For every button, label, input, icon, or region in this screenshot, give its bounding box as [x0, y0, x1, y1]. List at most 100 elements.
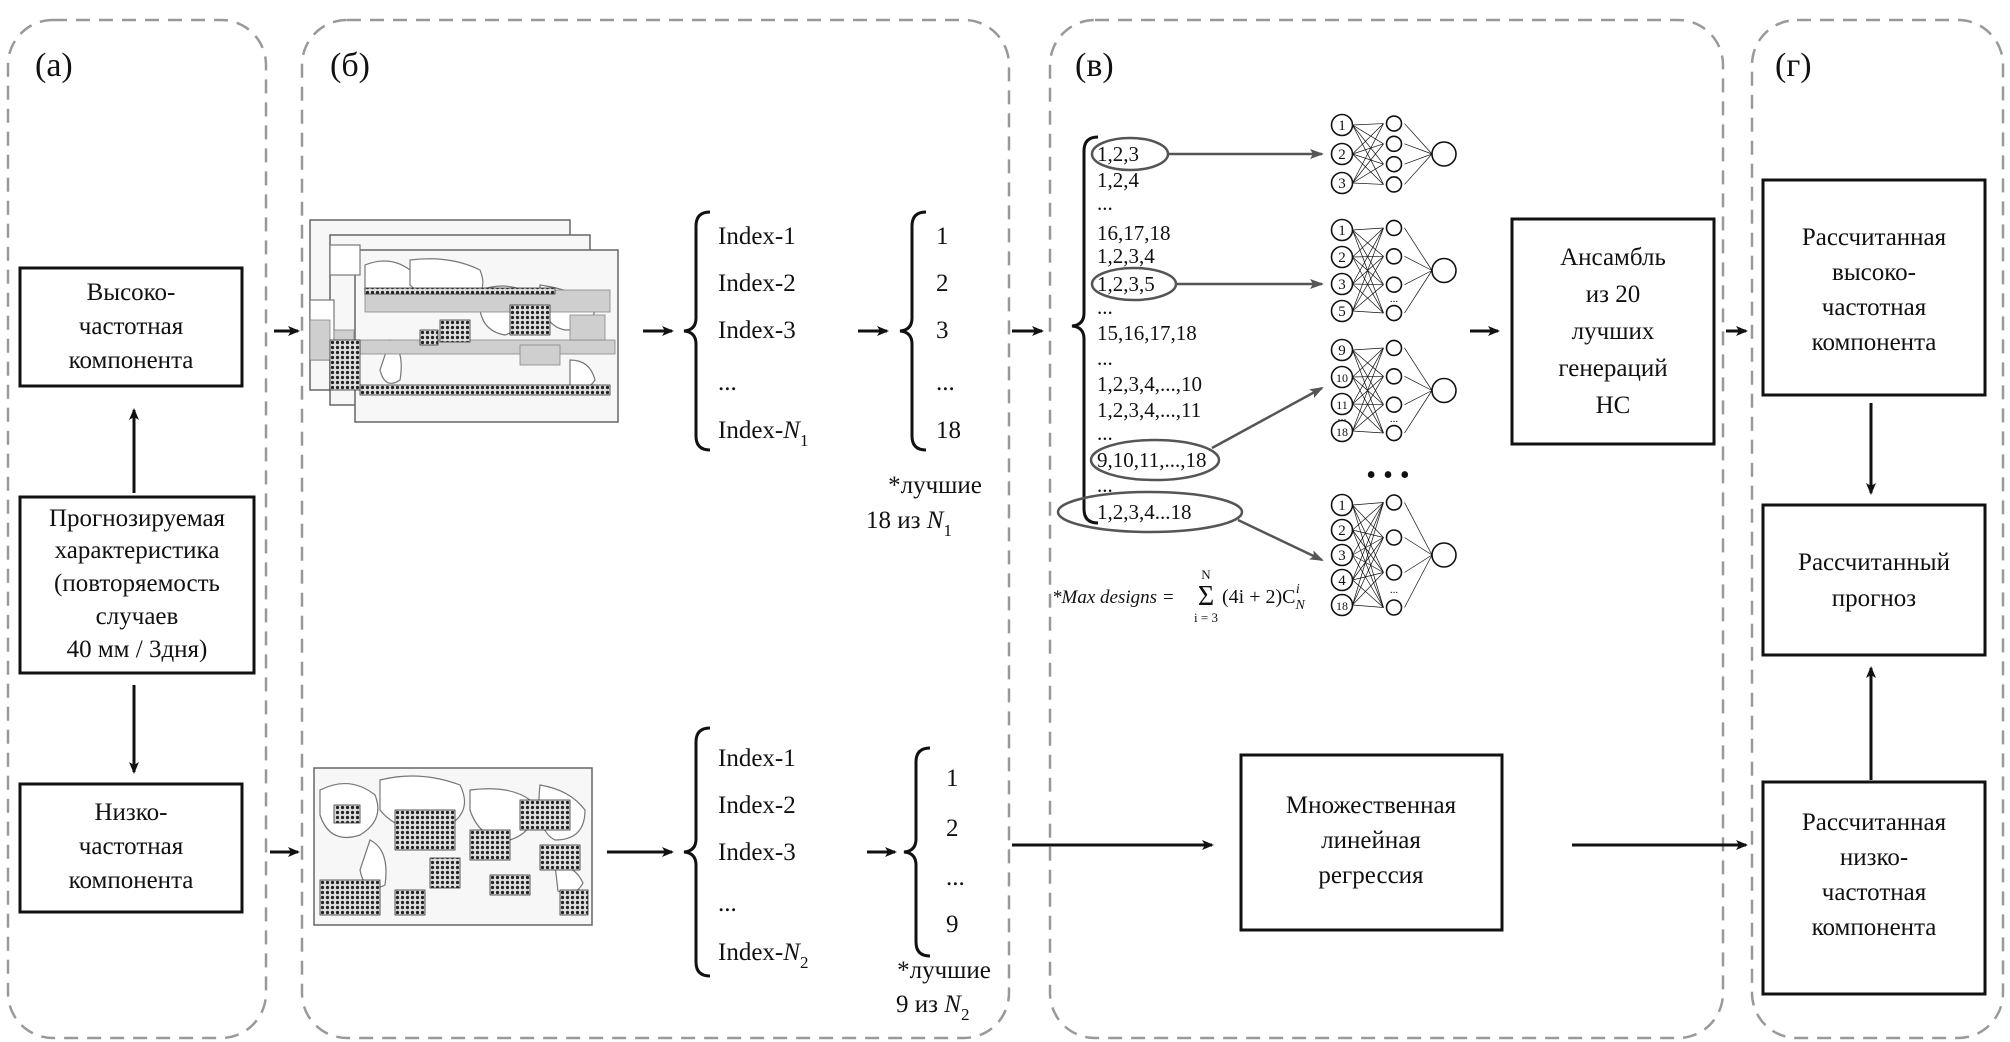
- bottom-index-item: Index-2: [718, 792, 796, 819]
- nn-edge: [1352, 376, 1384, 432]
- formula-upper-limit: N: [1201, 567, 1211, 582]
- low-component-line: Низко-: [94, 799, 167, 826]
- bottom-index-brace: [683, 726, 711, 978]
- nn-edge: [1404, 153, 1433, 165]
- target-box: Прогнозируемая характеристика (повторяем…: [18, 495, 256, 675]
- forecast-line: прогноз: [1832, 585, 1917, 612]
- nn-edge: [1352, 504, 1384, 608]
- nn-edge: [1352, 123, 1384, 126]
- nn-edge: [1352, 376, 1384, 434]
- bottom-index-item: Index-1: [718, 745, 796, 772]
- combination-item: ...: [1097, 421, 1113, 445]
- nn-edge: [1404, 153, 1433, 185]
- low-freq-map: [313, 767, 593, 926]
- regression-box: Множественная линейная регрессия: [1239, 753, 1504, 932]
- calc-high-line: Рассчитанная: [1802, 224, 1947, 251]
- bottom-best-note-line2: 9 из N2: [896, 991, 969, 1024]
- nn-edge: [1404, 270, 1433, 285]
- panel-a-frame: [6, 18, 268, 1040]
- panel-b-frame: [300, 18, 1011, 1040]
- panel-v-frame: [1048, 18, 1725, 1040]
- nn-edge: [1352, 502, 1384, 606]
- nn-input-label: 5: [1338, 304, 1346, 320]
- nn-edge: [1352, 529, 1384, 538]
- combination-item: ...: [1097, 191, 1113, 215]
- nn-edge: [1352, 347, 1384, 405]
- nn-edge: [1404, 537, 1433, 556]
- nn-edge: [1352, 604, 1384, 608]
- nn-edge: [1352, 256, 1384, 314]
- nn-edge: [1352, 504, 1384, 538]
- nn-input-label: 2: [1338, 147, 1346, 163]
- nn-edge: [1404, 390, 1433, 434]
- target-line: (повторяемость: [54, 570, 220, 597]
- nn-hidden-node: [1385, 176, 1403, 193]
- ensemble-line: из 20: [1586, 281, 1641, 308]
- ensemble-line: генераций: [1558, 355, 1667, 382]
- nn-edge: [1404, 143, 1433, 155]
- neural-net-1: 123...: [1330, 113, 1457, 195]
- combination-item: ...: [1097, 295, 1113, 319]
- high-component-box: Высоко- частотная компонента: [18, 266, 244, 388]
- nn-edge: [1352, 347, 1384, 378]
- nn-edge: [1352, 227, 1384, 312]
- high-component-line: компонента: [69, 347, 194, 374]
- nn-edge: [1404, 347, 1433, 391]
- bottom-best-note-line1: *лучшие: [897, 957, 991, 984]
- nn-hidden-node: [1385, 155, 1403, 173]
- panel-g-label: (г): [1775, 47, 1812, 84]
- combination-item: 1,2,3,4,...,10: [1097, 372, 1202, 396]
- nn-edge: [1352, 153, 1384, 165]
- nn-edge: [1352, 229, 1384, 285]
- nn-output-node: [1431, 542, 1457, 568]
- nn-hidden-node: [1385, 115, 1403, 132]
- nn-edge: [1404, 502, 1433, 556]
- nn-edge: [1352, 349, 1384, 405]
- ensemble-box: Ансамбль из 20 лучших генераций НС: [1510, 217, 1716, 446]
- nn-edge: [1352, 283, 1384, 314]
- nn-edge: [1352, 502, 1384, 581]
- nn-input-label: 18: [1336, 425, 1348, 439]
- max-designs-formula: *Max designs = N Σ i = 3 (4i + 2)CNi: [1052, 567, 1306, 625]
- nn-edge: [1404, 227, 1433, 271]
- combination-item: 16,17,18: [1097, 221, 1171, 245]
- top-selected-item: 3: [936, 317, 949, 344]
- arrow-combo-to-net3: [1211, 386, 1324, 450]
- nn-input-label: 3: [1338, 176, 1346, 192]
- nn-edge: [1352, 123, 1384, 155]
- nn-input-label: 11: [1336, 398, 1348, 412]
- nn-input-label: 10: [1336, 371, 1348, 385]
- high-freq-maps-stack: [309, 219, 619, 423]
- top-index-item: Index-3: [718, 317, 796, 344]
- target-line: случаев: [96, 603, 179, 630]
- combination-item: ...: [1097, 473, 1113, 497]
- calc-high-line: высоко-: [1832, 259, 1916, 286]
- nn-edge: [1352, 310, 1384, 314]
- nn-edge: [1352, 403, 1384, 434]
- nn-hidden-ellipsis: ...: [1390, 584, 1399, 596]
- combination-highlight: [1089, 438, 1221, 482]
- nn-hidden-node: [1385, 339, 1403, 357]
- bottom-selected-item: ...: [946, 864, 965, 891]
- forecast-line: Рассчитанный: [1798, 549, 1950, 576]
- nn-edge: [1404, 123, 1433, 155]
- nn-hidden-ellipsis: ...: [1390, 293, 1399, 305]
- nn-edge: [1352, 502, 1384, 556]
- nn-edge: [1352, 163, 1384, 184]
- high-component-line: Высоко-: [87, 279, 176, 306]
- top-selected-brace: [899, 210, 927, 452]
- nn-edge: [1352, 347, 1384, 351]
- nn-edge: [1404, 376, 1433, 391]
- combination-item: 15,16,17,18: [1097, 321, 1197, 345]
- nn-input-node: [1330, 543, 1354, 567]
- regression-line: Множественная: [1286, 792, 1457, 819]
- low-component-box: Низко- частотная компонента: [18, 782, 244, 914]
- calc-low-line: низко-: [1840, 844, 1908, 871]
- nn-edge: [1352, 227, 1384, 231]
- nn-input-label: 4: [1338, 573, 1346, 589]
- nn-output-node: [1431, 141, 1457, 167]
- bottom-selected-item: 2: [946, 815, 959, 842]
- nn-edge: [1352, 579, 1384, 608]
- nn-input-ellipsis: ...: [1338, 410, 1347, 424]
- panel-a-label: (а): [35, 47, 73, 84]
